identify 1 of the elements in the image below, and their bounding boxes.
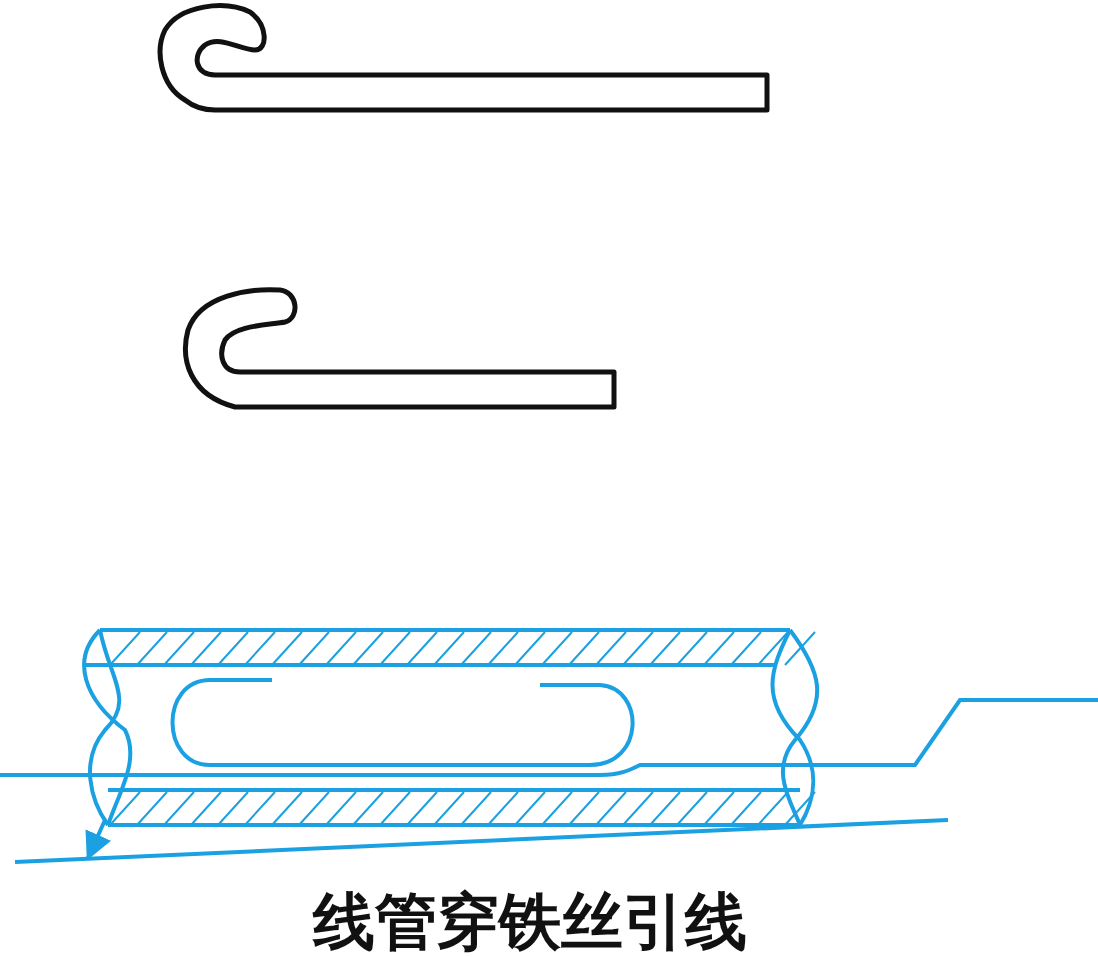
caption: 线管穿铁丝引线 — [313, 885, 747, 957]
